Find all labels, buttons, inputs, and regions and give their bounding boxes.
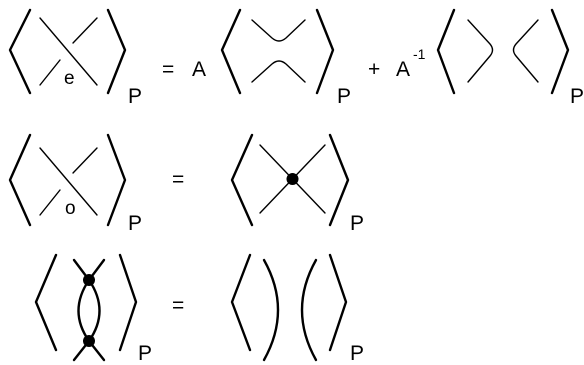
eq3-double-vertex	[72, 258, 106, 362]
upper-vertex-dot	[83, 274, 95, 286]
eq3-lhs-bracket	[34, 253, 138, 352]
subscript-p: P	[350, 212, 364, 235]
eq1-horizontal-smoothing	[251, 19, 306, 83]
eq2-crossing-o	[39, 147, 98, 216]
under-strand-lower	[39, 189, 61, 216]
coefficient-a-inverse: A	[396, 58, 410, 81]
eq1-rhs-term1-bracket	[220, 8, 335, 95]
under-strand-lower	[39, 59, 61, 86]
left-arc	[262, 258, 280, 362]
plus-sign: +	[368, 58, 380, 81]
right-angle-bracket	[328, 133, 350, 227]
under-strand-upper	[72, 17, 98, 44]
eq3-parallel-arcs	[262, 258, 318, 362]
eq2-vertex-crossing	[259, 144, 326, 214]
right-angle-bracket	[106, 8, 127, 95]
bigon-left-arc	[77, 278, 91, 343]
right-angle-bracket	[550, 8, 570, 95]
eq1-lhs-bracket	[8, 8, 127, 95]
eq1-vertical-smoothing	[467, 19, 539, 83]
under-strand-upper	[72, 147, 98, 174]
over-strand	[39, 147, 98, 216]
subscript-p: P	[138, 342, 152, 365]
exponent-minus-one: -1	[413, 46, 426, 62]
left-arc	[467, 19, 494, 83]
subscript-p: P	[337, 85, 351, 108]
eq1-crossing-e	[39, 17, 98, 86]
equals-sign: =	[172, 168, 184, 191]
equation-2: o P = P	[8, 133, 364, 235]
over-strand	[39, 17, 98, 86]
left-angle-bracket	[436, 8, 456, 95]
left-angle-bracket	[34, 253, 58, 352]
right-angle-bracket	[106, 133, 127, 227]
equals-sign: =	[172, 294, 184, 317]
right-angle-bracket	[328, 253, 348, 352]
lower-arc	[251, 60, 306, 83]
right-arc	[512, 19, 539, 83]
eq1-rhs-term2-bracket	[436, 8, 570, 95]
coefficient-a: A	[192, 58, 206, 81]
left-angle-bracket	[230, 253, 252, 352]
right-angle-bracket	[118, 253, 138, 352]
subscript-p: P	[570, 85, 584, 108]
bigon-right-arc	[87, 278, 101, 343]
eq3-rhs-bracket	[230, 253, 348, 352]
subscript-p: P	[128, 212, 142, 235]
equation-1: e P = A P + A -1 P	[8, 8, 584, 108]
right-arc	[300, 258, 318, 362]
left-angle-bracket	[230, 133, 254, 227]
equation-3: P = P	[34, 253, 364, 365]
eq2-lhs-bracket	[8, 133, 127, 227]
vertex-dot	[286, 173, 299, 185]
lower-vertex-dot	[83, 335, 95, 347]
left-angle-bracket	[8, 133, 32, 227]
upper-arc	[251, 19, 306, 42]
subscript-p: P	[128, 85, 142, 108]
crossing-label-o: o	[65, 198, 76, 219]
eq2-rhs-bracket	[230, 133, 350, 227]
crossing-label-e: e	[64, 68, 75, 89]
equals-sign: =	[162, 58, 174, 81]
right-angle-bracket	[315, 8, 335, 95]
subscript-p: P	[350, 342, 364, 365]
left-angle-bracket	[220, 8, 242, 95]
left-angle-bracket	[8, 8, 32, 95]
